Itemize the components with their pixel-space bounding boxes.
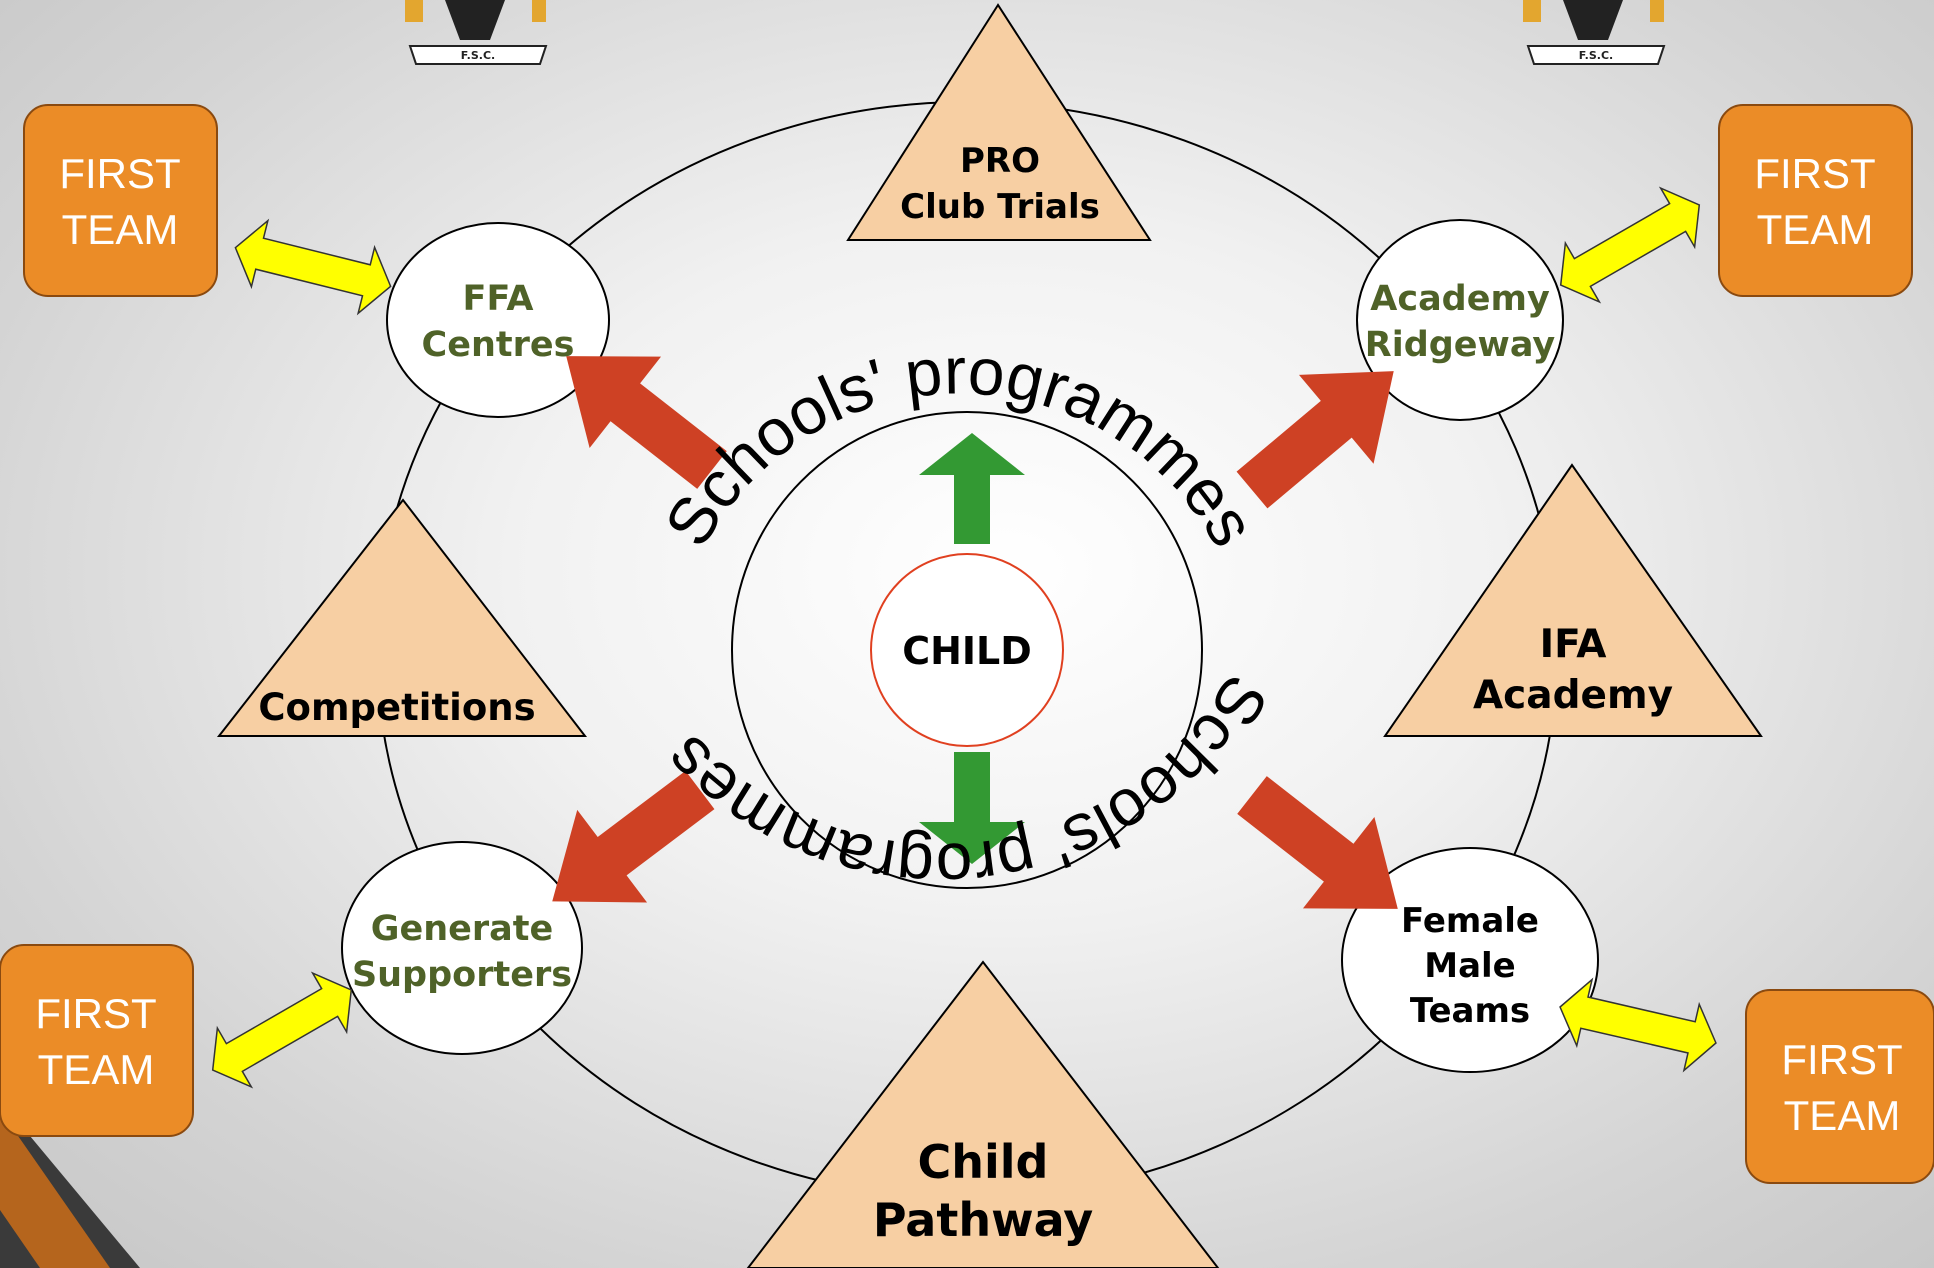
label-club-trials: Club Trials <box>900 187 1100 227</box>
label-ifa: IFA <box>1540 622 1607 667</box>
yellow-arrow-top-right <box>1559 186 1701 304</box>
circle-generate-supporters <box>341 841 583 1055</box>
label-supporters: Supporters <box>352 955 572 995</box>
label-pathway: Pathway <box>873 1193 1093 1247</box>
label-child: Child <box>918 1135 1049 1189</box>
red-arrow-to-ffa-centres <box>566 356 727 489</box>
label-ffa: FFA <box>463 279 534 319</box>
triangle-child-pathway <box>746 960 1220 1268</box>
label-female: Female <box>1401 901 1539 941</box>
triangle-ifa-academy <box>1383 463 1763 737</box>
green-arrow-up <box>919 433 1025 544</box>
first-team-line2: TEAM <box>1784 1092 1901 1139</box>
label-academy: Academy <box>1473 673 1673 718</box>
label-academy-2: Academy <box>1370 279 1550 319</box>
first-team-box-bottom-right: FIRST TEAM <box>1745 989 1934 1184</box>
yellow-arrow-top-left <box>234 218 392 316</box>
label-center-child: CHILD <box>902 629 1032 673</box>
label-teams: Teams <box>1410 991 1530 1031</box>
first-team-line2: TEAM <box>62 206 179 253</box>
club-logo-left: F.S.C. <box>405 0 548 65</box>
first-team-line1: FIRST <box>1754 150 1875 197</box>
red-arrow-to-generate-supporters <box>552 770 715 903</box>
first-team-line1: FIRST <box>35 990 156 1037</box>
first-team-line2: TEAM <box>38 1046 155 1093</box>
label-centres: Centres <box>422 325 575 365</box>
label-male: Male <box>1424 946 1516 986</box>
circle-academy-ridgeway <box>1356 219 1564 421</box>
yellow-arrow-bottom-left <box>211 971 353 1089</box>
logo-text-right: F.S.C. <box>1579 49 1613 62</box>
circle-child <box>870 553 1064 747</box>
club-logo-right: F.S.C. <box>1523 0 1666 65</box>
yellow-arrow-bottom-right <box>1559 977 1717 1073</box>
label-ridgeway: Ridgeway <box>1365 325 1556 365</box>
inner-ring <box>731 411 1203 889</box>
first-team-line1: FIRST <box>1781 1036 1902 1083</box>
first-team-line2: TEAM <box>1757 206 1874 253</box>
circle-female-male-teams <box>1341 847 1599 1073</box>
triangle-pro-club-trials <box>846 3 1152 241</box>
first-team-line1: FIRST <box>59 150 180 197</box>
green-arrow-down <box>919 752 1025 864</box>
label-generate: Generate <box>371 909 553 949</box>
first-team-box-top-right: FIRST TEAM <box>1718 104 1913 297</box>
corner-accent <box>0 1100 140 1268</box>
first-team-box-top-left: FIRST TEAM <box>23 104 218 297</box>
circle-ffa-centres <box>386 222 610 418</box>
red-arrow-to-academy-ridgeway <box>1236 371 1394 509</box>
logo-text-left: F.S.C. <box>461 49 495 62</box>
label-pro: PRO <box>960 141 1040 181</box>
label-competitions: Competitions <box>258 686 535 729</box>
red-arrow-to-female-male-teams <box>1237 776 1398 909</box>
triangle-competitions <box>216 498 588 737</box>
first-team-box-bottom-left: FIRST TEAM <box>0 944 194 1137</box>
